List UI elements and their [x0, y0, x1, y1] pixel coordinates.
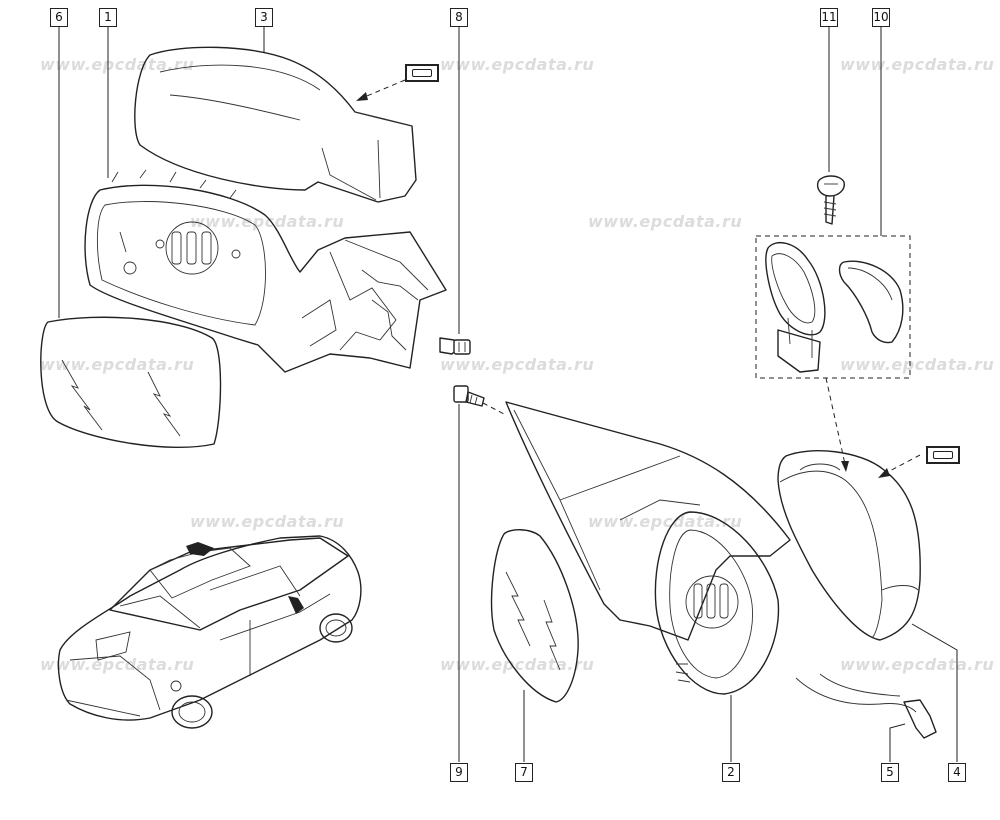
callout-7: 7 [515, 763, 533, 782]
car-illustration [57, 535, 362, 729]
watermark: www.epcdata.ru [588, 212, 743, 231]
dashed-arrows [356, 79, 921, 478]
watermark: www.epcdata.ru [440, 55, 595, 74]
watermark: www.epcdata.ru [440, 355, 595, 374]
turn-indicator-part-10 [755, 235, 911, 379]
callout-8: 8 [450, 8, 468, 27]
callout-5: 5 [881, 763, 899, 782]
detail-badge [405, 64, 439, 82]
callout-4: 4 [948, 763, 966, 782]
detail-badge [926, 446, 960, 464]
watermark: www.epcdata.ru [840, 355, 995, 374]
watermark: www.epcdata.ru [190, 212, 345, 231]
callout-9: 9 [450, 763, 468, 782]
callout-10: 10 [872, 8, 890, 27]
callout-6: 6 [50, 8, 68, 27]
mirror-cover-part-4 [777, 450, 921, 641]
watermark: www.epcdata.ru [40, 55, 195, 74]
watermark: www.epcdata.ru [190, 512, 345, 531]
watermark: www.epcdata.ru [840, 655, 995, 674]
callout-3: 3 [255, 8, 273, 27]
cable-part-5 [795, 673, 937, 739]
watermark: www.epcdata.ru [840, 55, 995, 74]
bolt-part-9 [453, 385, 485, 407]
mirror-cover-part-3 [134, 46, 417, 203]
bolt-part-8 [439, 337, 471, 355]
leader-lines [58, 26, 958, 762]
callout-2: 2 [722, 763, 740, 782]
mirror-base-part-2 [505, 401, 791, 695]
mirror-glass-part-7 [490, 529, 579, 703]
watermark: www.epcdata.ru [40, 355, 195, 374]
mirror-glass-part-6 [40, 316, 222, 449]
callout-11: 11 [820, 8, 838, 27]
callout-1: 1 [99, 8, 117, 27]
mirror-housing-part-1 [84, 169, 447, 373]
screw-part-11 [816, 175, 845, 225]
